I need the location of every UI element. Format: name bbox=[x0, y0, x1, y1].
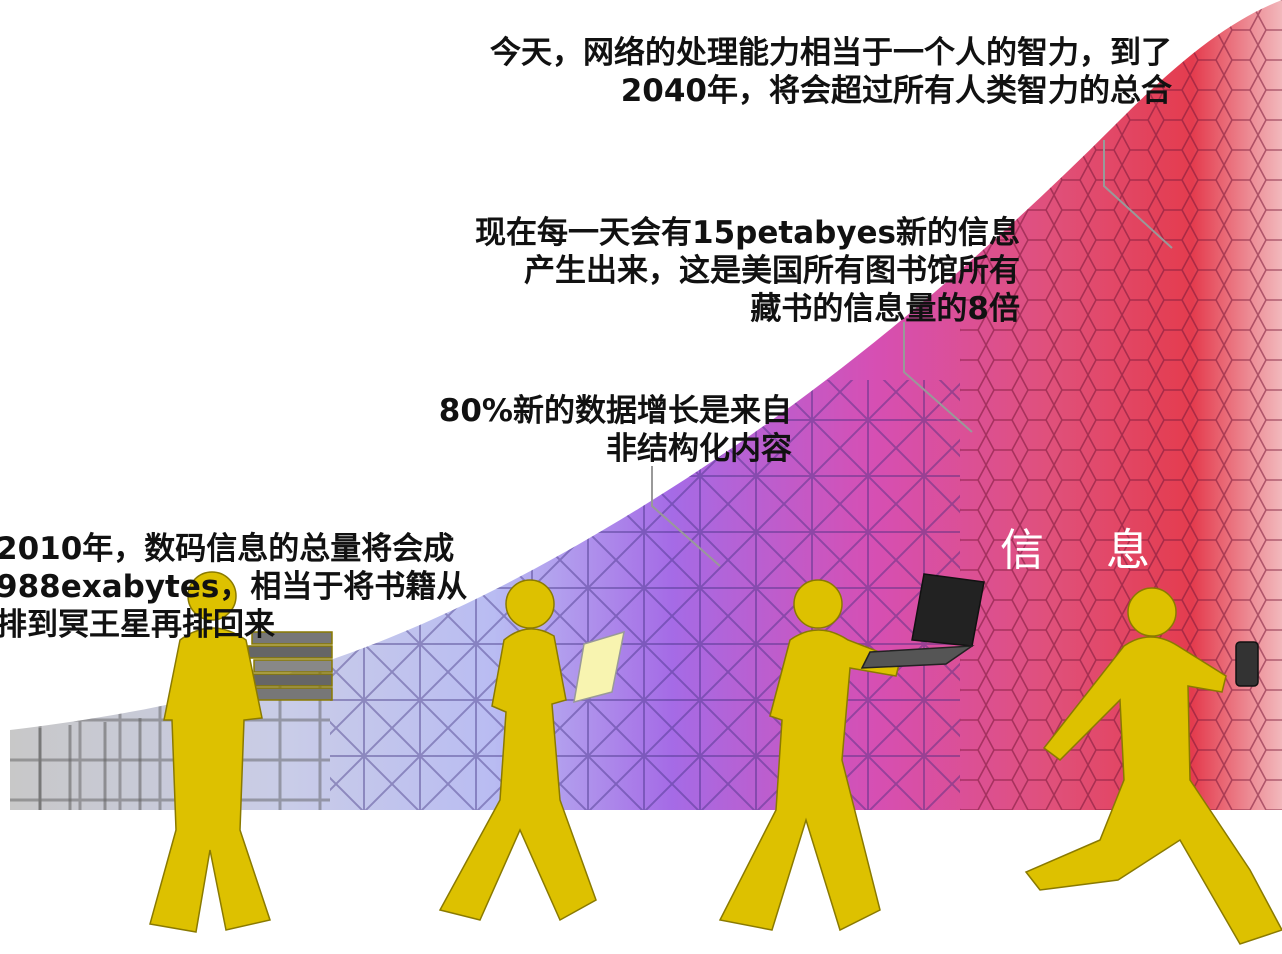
person-with-laptop bbox=[718, 573, 985, 932]
caption-line: 藏书的信息量的8倍 bbox=[750, 291, 1020, 327]
caption-line: 988exabytes，相当于将书籍从 bbox=[0, 569, 468, 605]
caption-line: 现在每一天会有15petabyes新的信息 bbox=[475, 215, 1020, 251]
pointer-lines bbox=[651, 140, 1173, 567]
caption-line: 非结构化内容 bbox=[606, 431, 792, 467]
caption-daily-petabytes: 现在每一天会有15petabyes新的信息 产生出来，这是美国所有图书馆所有 藏… bbox=[380, 214, 1020, 328]
caption-line: 2010年，数码信息的总量将会成 bbox=[0, 531, 455, 567]
caption-line: 产生出来，这是美国所有图书馆所有 bbox=[524, 253, 1020, 289]
caption-line: 2040年，将会超过所有人类智力的总合 bbox=[620, 73, 1172, 109]
caption-line: 80%新的数据增长是来自 bbox=[438, 393, 792, 429]
caption-line: 今天，网络的处理能力相当于一个人的智力，到了 bbox=[490, 35, 1172, 71]
info-label: 信息 bbox=[1000, 525, 1212, 576]
caption-2010-digital-info: 2010年，数码信息的总量将会成 988exabytes，相当于将书籍从 排到冥… bbox=[0, 530, 467, 644]
person-with-tablet bbox=[438, 579, 625, 922]
caption-line: 排到冥王星再排回来 bbox=[0, 607, 275, 643]
person-with-books bbox=[149, 571, 333, 933]
caption-unstructured-content: 80%新的数据增长是来自 非结构化内容 bbox=[360, 392, 792, 468]
caption-network-intelligence: 今天，网络的处理能力相当于一个人的智力，到了 2040年，将会超过所有人类智力的… bbox=[340, 34, 1172, 110]
person-with-phone bbox=[1024, 587, 1282, 945]
